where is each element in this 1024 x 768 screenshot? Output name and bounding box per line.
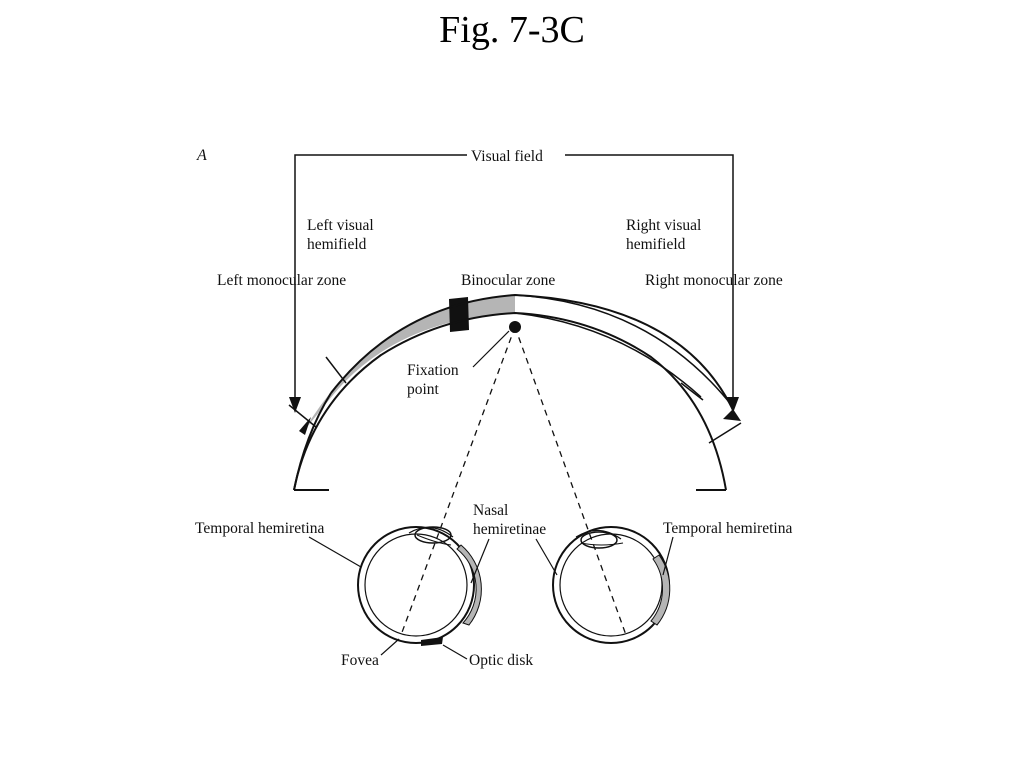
optic-disk-mark bbox=[421, 637, 443, 646]
binocular-zone-label: Binocular zone bbox=[461, 272, 555, 289]
diagram-panel: A Visual field Left visual hemifield Rig… bbox=[181, 135, 846, 685]
left-monocular-zone-label: Left monocular zone bbox=[217, 272, 346, 289]
temporal-hemiretina-left-label: Temporal hemiretina bbox=[195, 520, 324, 537]
fovea-label: Fovea bbox=[341, 652, 379, 669]
right-arc-arrowhead bbox=[723, 409, 741, 421]
nasal-hemiretinae-label-line1: Nasal bbox=[473, 502, 508, 519]
optic-disk-label: Optic disk bbox=[469, 652, 533, 669]
temporal-hemiretina-right-label: Temporal hemiretina bbox=[663, 520, 792, 537]
visual-field-diagram: A Visual field Left visual hemifield Rig… bbox=[195, 147, 792, 669]
fixation-point-label-line2: point bbox=[407, 381, 440, 398]
left-hemifield-label-line1: Left visual bbox=[307, 217, 374, 234]
nasal-hemiretinae-label-line2: hemiretinae bbox=[473, 521, 546, 538]
left-arc-arrowhead bbox=[299, 417, 311, 435]
right-hemifield-label-line2: hemifield bbox=[626, 236, 686, 253]
right-monocular-zone-label: Right monocular zone bbox=[645, 272, 783, 289]
visual-field-bracket bbox=[289, 154, 739, 413]
fixation-point-label-line1: Fixation bbox=[407, 362, 459, 379]
right-eye bbox=[552, 526, 671, 644]
left-hemifield-band bbox=[303, 295, 515, 432]
right-sight-line bbox=[514, 326, 627, 636]
left-hemifield-label-line2: hemifield bbox=[307, 236, 367, 253]
figure-title: Fig. 7-3C bbox=[439, 9, 585, 51]
left-eye bbox=[357, 526, 482, 646]
visual-field-label: Visual field bbox=[471, 148, 543, 165]
visual-field-arcs bbox=[288, 293, 742, 491]
panel-letter: A bbox=[196, 147, 207, 164]
right-hemifield-label-line1: Right visual bbox=[626, 217, 701, 234]
